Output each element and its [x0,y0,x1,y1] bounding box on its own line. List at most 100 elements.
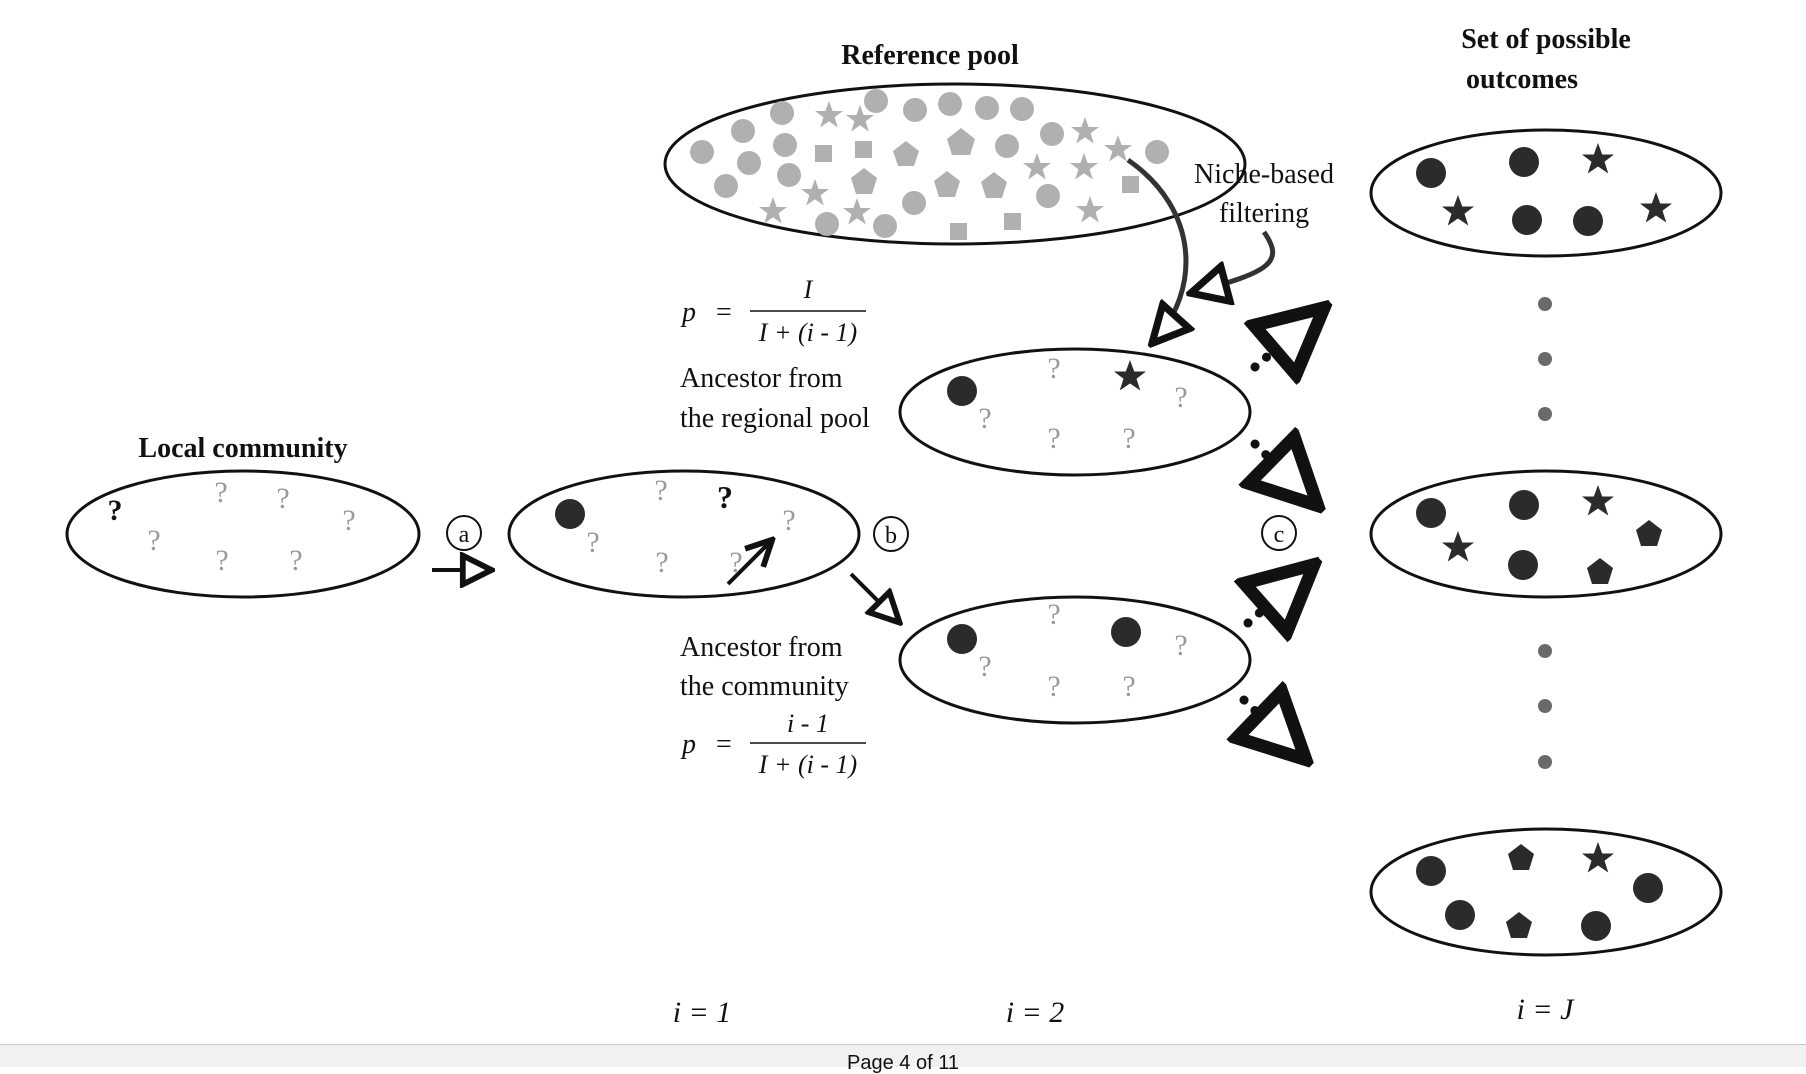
outcome-community-2 [1369,469,1723,599]
unknown-species: ? [342,504,355,537]
species-circle [1573,206,1603,236]
unknown-species: ? [978,650,991,683]
page-indicator: Page 4 of 11 [847,1052,959,1074]
ellipsis-dot [1538,297,1552,311]
community-step-2-local-ellipse [898,595,1252,725]
niche-filtering-label-line2: filtering [1219,198,1309,229]
unknown-species: ? [1122,670,1135,703]
ancestor-regional-line1: Ancestor from [680,363,843,394]
species-circle [1111,617,1141,647]
ellipsis-dot [1538,352,1552,366]
step-index-1: i = 1 [673,996,732,1029]
ancestor-community-line2: the community [680,671,849,702]
species-star [1442,195,1474,226]
unknown-species: ? [586,526,599,559]
outcome-community-3 [1369,827,1723,957]
formula-community-numerator: i - 1 [787,709,829,738]
species-circle [1512,205,1542,235]
unknown-species: ? [1047,598,1060,631]
unknown-species: ? [655,546,668,579]
outcome-3-ellipse [1369,827,1723,957]
unknown-species-dark: ? [717,479,733,515]
community-step-1-ellipse [507,469,861,599]
unknown-species: ? [782,504,795,537]
species-circle [1445,900,1475,930]
unknown-species: ? [654,474,667,507]
species-star [1442,531,1474,562]
dotted-arrow-up-1 [1255,313,1318,367]
species-star [1114,360,1146,391]
species-pentagon [1587,558,1613,584]
species-pentagon [1508,844,1534,870]
step-index-J: i = J [1517,993,1576,1026]
dotted-arrow-down-2 [1244,700,1300,754]
reference-pool-title: Reference pool [841,40,1019,71]
ellipsis-dot [1538,755,1552,769]
species-circle [1416,856,1446,886]
community-step-2-local: ? ? ? ? ? [898,595,1252,725]
unknown-species: ? [147,524,160,557]
unknown-species: ? [215,544,228,577]
formula-regional: p = I I + (i - 1) [680,275,866,347]
species-circle [947,624,977,654]
ancestor-regional-line2: the regional pool [680,403,870,434]
formula-community-equals: = [716,729,732,760]
unknown-species: ? [1047,352,1060,385]
species-circle [555,499,585,529]
community-assembly-diagram: Reference pool Set of possible outcomes … [65,24,1723,1029]
replacement-arrow [726,542,770,586]
arrow-b [849,572,897,620]
outcome-2-ellipse [1369,469,1723,599]
unknown-species: ? [214,476,227,509]
step-b-label: b [885,523,897,549]
species-circle [1416,158,1446,188]
reference-pool-species [690,89,1169,240]
formula-regional-equals: = [716,297,732,328]
species-star [1582,485,1614,516]
local-community-ellipse [65,469,421,599]
species-star [1640,192,1672,223]
unknown-species: ? [1174,381,1187,414]
community-step-1: ? ? ? ? ? ? [507,469,861,599]
ellipsis-dots-upper [1538,297,1552,421]
outcome-community-1 [1369,128,1723,258]
step-c-marker [1261,515,1297,551]
step-c-label: c [1274,522,1285,548]
species-circle [1633,873,1663,903]
outcome-1-ellipse [1369,128,1723,258]
local-community: ? ? ? ? ? ? ? [65,469,421,599]
ancestor-community-line1: Ancestor from [680,632,843,663]
niche-filter-arrow-side [1195,230,1276,292]
species-circle [1416,498,1446,528]
unknown-species: ? [1047,422,1060,455]
dotted-arrow-up-2 [1248,570,1308,623]
outcomes-title-line2: outcomes [1466,64,1578,95]
species-circle [1509,147,1539,177]
unknown-species: ? [1122,422,1135,455]
community-step-2-regional: ? ? ? ? ? [898,347,1252,477]
niche-filtering-label-line1: Niche-based [1194,159,1334,190]
step-a-label: a [459,522,470,548]
ellipsis-dot [1538,644,1552,658]
reference-pool [663,82,1247,246]
species-circle [1581,911,1611,941]
formula-community: p = i - 1 I + (i - 1) [680,709,866,779]
outcomes-title-line1: Set of possible [1461,24,1631,55]
step-b-marker [873,516,909,552]
formula-community-p: p [680,729,696,760]
species-star [1582,143,1614,174]
unknown-species: ? [1174,629,1187,662]
niche-filter-arrow-main [1126,157,1186,340]
formula-regional-denominator: I + (i - 1) [758,318,857,347]
species-pentagon [1506,912,1532,938]
species-circle [1508,550,1538,580]
unknown-species: ? [289,544,302,577]
formula-regional-numerator: I [803,275,814,304]
dotted-arrow-down-1 [1255,444,1312,500]
local-community-title: Local community [138,433,347,464]
species-circle [1509,490,1539,520]
reference-pool-ellipse [663,82,1247,246]
formula-regional-p: p [680,297,696,328]
ellipsis-dot [1538,699,1552,713]
